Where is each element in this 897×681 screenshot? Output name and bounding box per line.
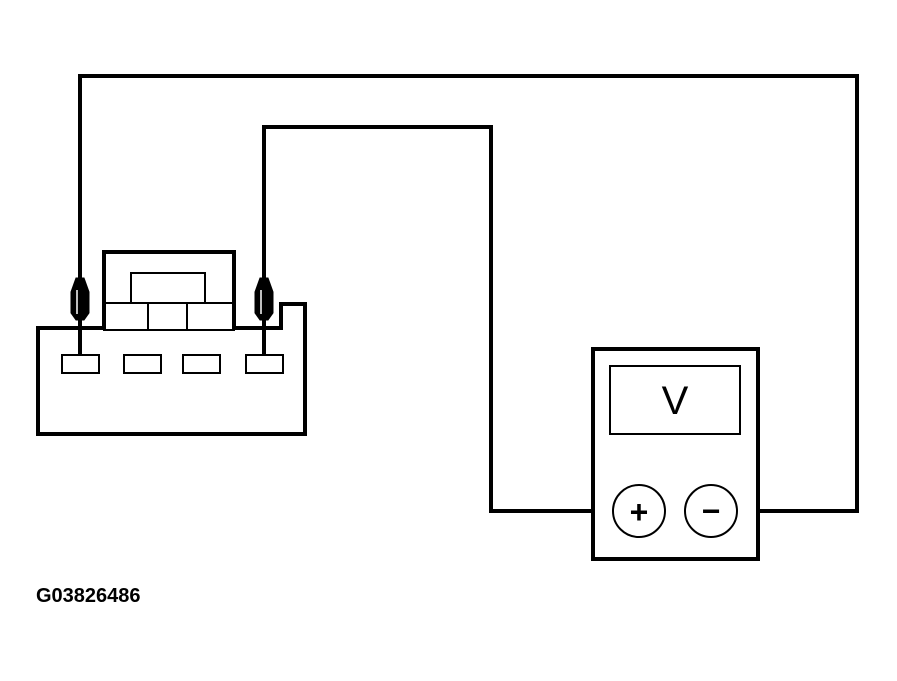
negative-terminal (684, 484, 738, 538)
connector (36, 250, 307, 436)
negative-symbol: − (702, 493, 721, 529)
display-symbol: V (662, 379, 689, 423)
positive-symbol: + (630, 494, 649, 530)
probe-tip-left-icon (70, 277, 90, 321)
positive-terminal (612, 484, 666, 538)
connector-terminal-2 (123, 354, 162, 374)
connector-body (36, 250, 307, 436)
probe-tip-right-icon (254, 277, 274, 321)
figure-reference-code: G03826486 (36, 585, 141, 607)
multimeter-display (609, 365, 741, 435)
wire-negative-lead (78, 74, 859, 513)
connector-latch-bar (103, 302, 235, 331)
multimeter (591, 347, 760, 561)
connector-terminal-3 (182, 354, 221, 374)
wire-positive-lead (262, 125, 613, 513)
